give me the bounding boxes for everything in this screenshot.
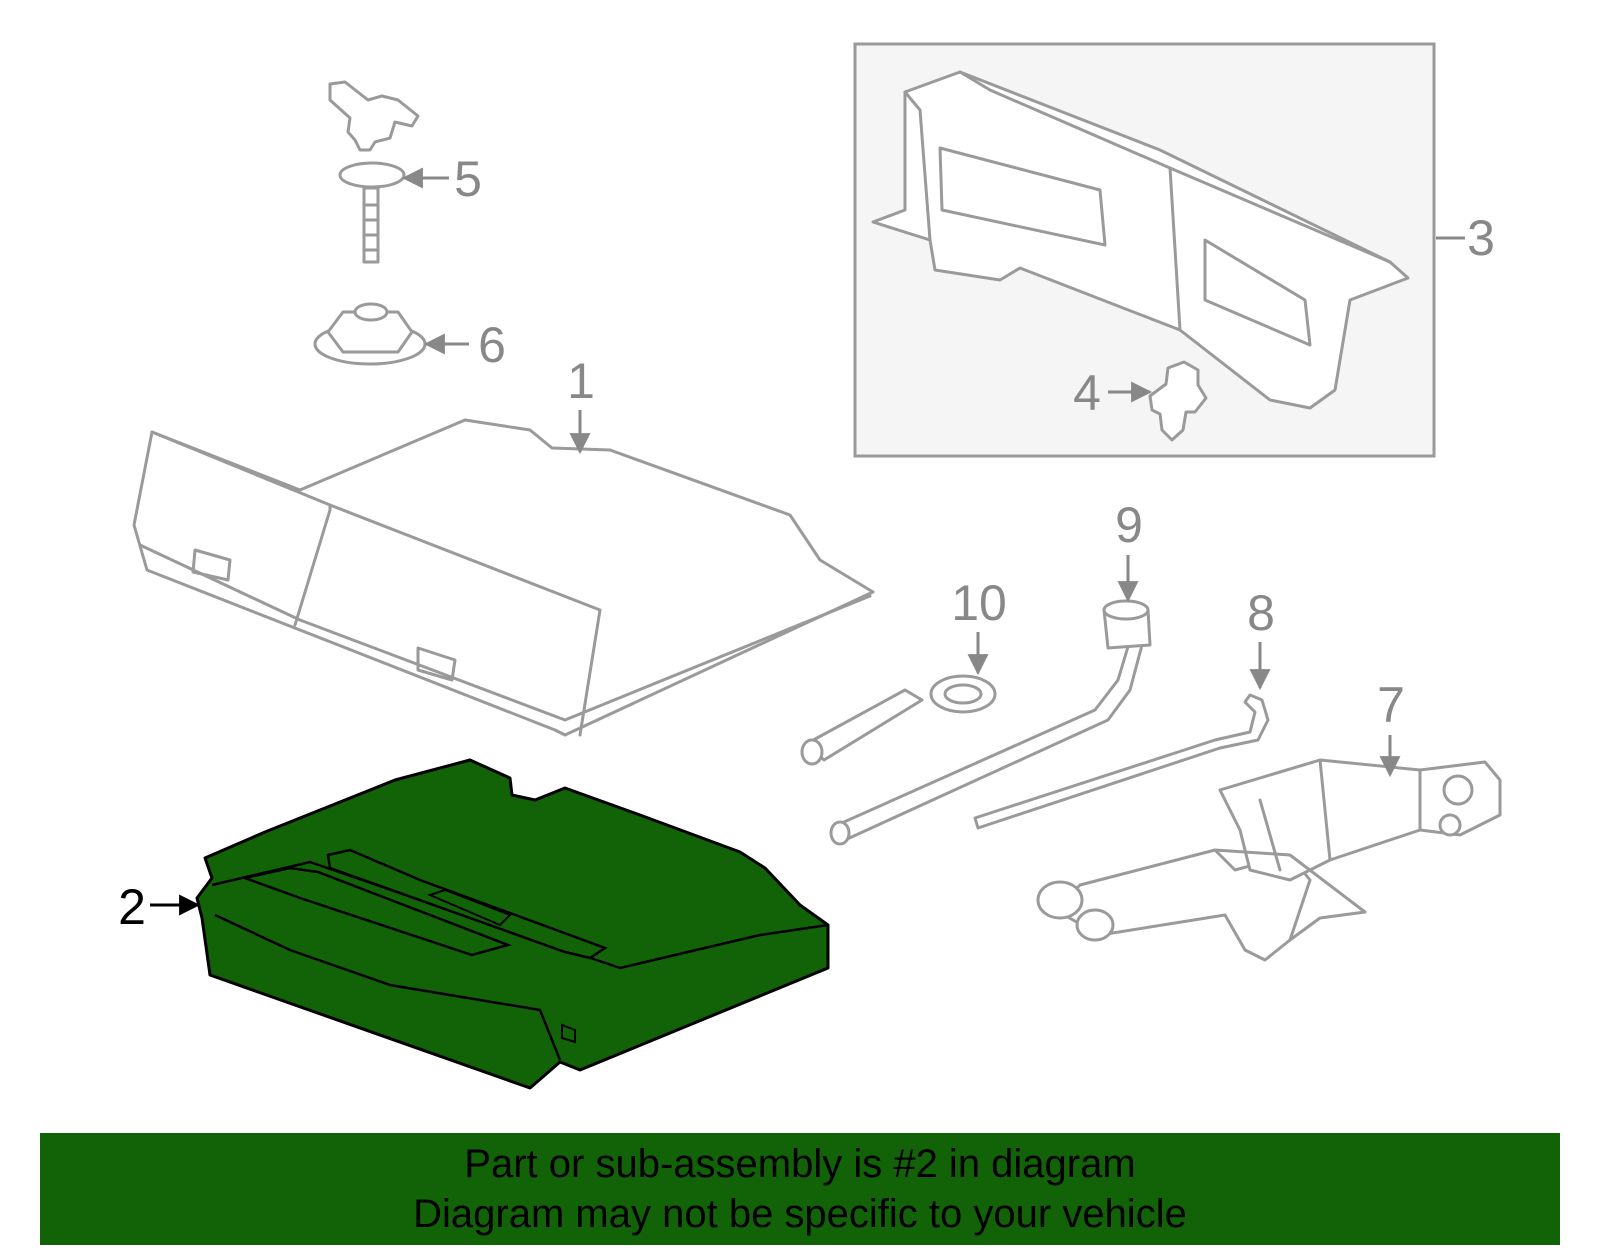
callout-labels: 1 2 3 4 5 6 7 8 9 10	[118, 151, 1495, 935]
callout-6[interactable]: 6	[478, 317, 506, 373]
part-5-bolt[interactable]	[328, 80, 420, 264]
callout-2[interactable]: 2	[118, 879, 146, 935]
callout-1[interactable]: 1	[567, 353, 595, 409]
part-2-spare-cover[interactable]	[195, 758, 830, 1090]
callout-10[interactable]: 10	[951, 575, 1007, 631]
callout-9[interactable]: 9	[1115, 497, 1143, 553]
leader-lines	[150, 167, 1465, 916]
part-3-sill-trim[interactable]	[871, 70, 1410, 410]
callout-3[interactable]: 3	[1467, 210, 1495, 266]
callout-7[interactable]: 7	[1377, 677, 1405, 733]
callout-5[interactable]: 5	[454, 151, 482, 207]
part-7-jack[interactable]	[1036, 758, 1502, 962]
info-banner: Part or sub-assembly is #2 in diagram Di…	[40, 1133, 1560, 1245]
callout-4[interactable]: 4	[1073, 365, 1101, 421]
part-8-jack-handle[interactable]	[973, 693, 1270, 830]
part-10-tow-hook[interactable]	[800, 674, 997, 766]
banner-line-1: Part or sub-assembly is #2 in diagram	[464, 1142, 1136, 1186]
parts-diagram: 1 2 3 4 5 6 7 8 9 10	[118, 42, 1502, 1090]
banner-line-2: Diagram may not be specific to your vehi…	[413, 1192, 1187, 1236]
part-9-wrench[interactable]	[829, 599, 1152, 846]
callout-8[interactable]: 8	[1247, 585, 1275, 641]
part-1-floor-lid[interactable]	[132, 418, 875, 737]
part-6-grommet[interactable]	[313, 302, 427, 366]
